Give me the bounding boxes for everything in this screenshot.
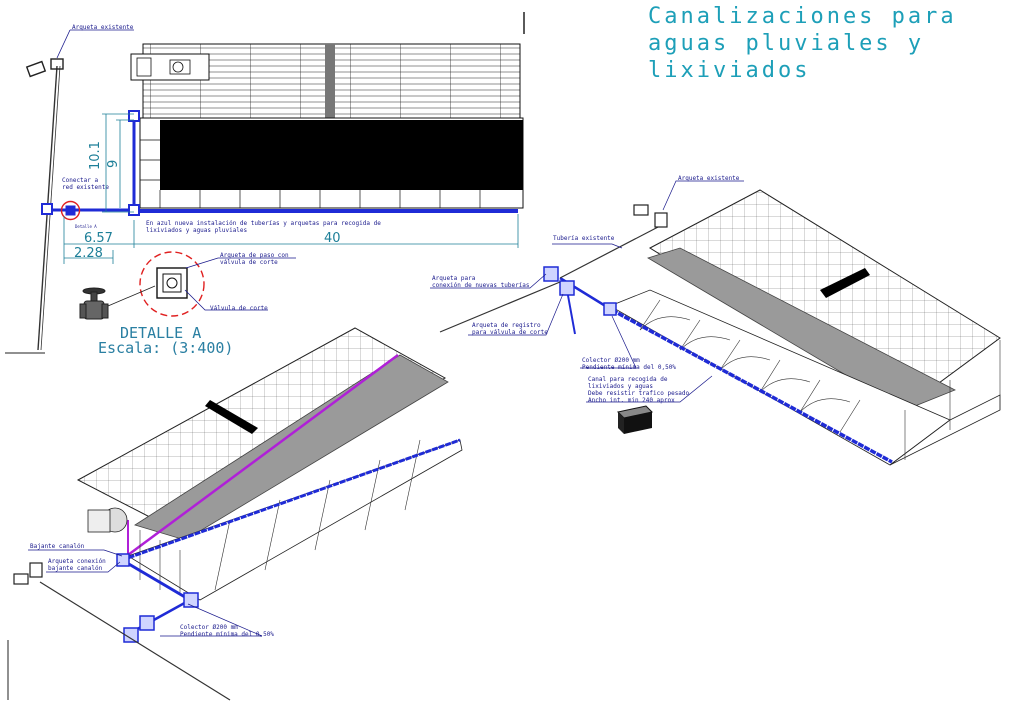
label-arqueta-existente-iso: Arqueta existente: [678, 175, 740, 182]
collector-left-side: [121, 558, 191, 602]
iso-view-right: Arqueta existente Tubería existente Arqu…: [430, 175, 1001, 466]
dim-10-1: 10.1: [88, 141, 103, 170]
roof-frame-left: [76, 327, 447, 531]
dim-6-57: 6.57: [84, 231, 113, 246]
existing-pipe-right: [439, 281, 561, 333]
detail-title: DETALLE A: [120, 324, 201, 342]
label-nota-instalacion: En azul nueva instalación de tuberías y …: [146, 220, 381, 234]
label-detalle-a-tag: Detalle A: [75, 224, 97, 229]
valve-icon: [79, 287, 109, 320]
dim-2-28: 2.28: [74, 246, 103, 261]
drawing-title-line-1: Canalizaciones para: [648, 4, 957, 29]
existing-pipe-left: [39, 581, 231, 701]
detail-circle: [139, 251, 205, 317]
label-tuberia-existente: Tubería existente: [553, 235, 615, 242]
building-black-area: [160, 120, 523, 190]
detail-scale: Escala: (3:400): [98, 339, 233, 357]
dim-9: 9: [106, 160, 121, 168]
canal-block-icon: [616, 405, 654, 434]
collector-right: [611, 308, 893, 464]
dim-40: 40: [324, 231, 341, 246]
roof-panel: [647, 247, 956, 411]
label-arqueta-existente-plan: Arqueta existente: [72, 24, 134, 31]
plan-dimensions: [63, 113, 519, 264]
drawing-title-line-2: aguas pluviales y: [648, 31, 925, 56]
collector-left-top: [121, 438, 461, 562]
gutter-line: [127, 353, 399, 557]
arqueta-registro-box: [559, 280, 575, 296]
roof-panel-left: [134, 354, 449, 541]
label-valvula-corte: Válvula de corte: [210, 305, 268, 312]
arqueta-conexion-box: [543, 266, 559, 282]
drawing-title-line-3: lixiviados: [648, 58, 811, 83]
label-bajante: Bajante canalón: [30, 543, 85, 550]
detail-a-marker-circle: [60, 200, 81, 221]
arqueta-existente-box: [50, 58, 64, 70]
